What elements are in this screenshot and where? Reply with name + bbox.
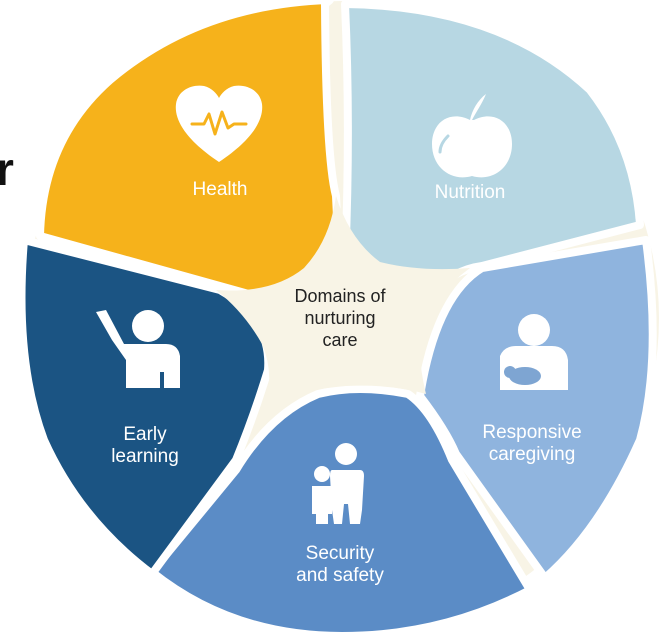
security-label-line-1: Security [306, 543, 375, 564]
stray-title-fragment: r [0, 143, 14, 195]
caregiver-baby-icon [500, 314, 568, 390]
apple-icon [432, 94, 512, 178]
segment-responsive[interactable] [416, 236, 657, 582]
center-label-line-2: nurturing [304, 308, 375, 328]
security-label-line-2: and safety [296, 565, 384, 586]
health-label: Health [193, 179, 248, 200]
nutrition-label: Nutrition [435, 182, 506, 203]
segment-health[interactable] [36, 0, 346, 324]
center-label-line-3: care [322, 330, 357, 350]
center-area [216, 196, 470, 402]
child-raising-hand-icon [96, 310, 180, 388]
responsive-label-line-1: Responsive [482, 422, 581, 443]
family-icon [312, 443, 364, 524]
center-label-line-1: Domains of [294, 286, 386, 306]
early-learning-label-line-2: learning [111, 446, 179, 467]
early-learning-label-line-1: Early [123, 424, 167, 445]
heart-pulse-icon [175, 85, 263, 162]
responsive-label-line-2: caregiving [489, 444, 576, 465]
